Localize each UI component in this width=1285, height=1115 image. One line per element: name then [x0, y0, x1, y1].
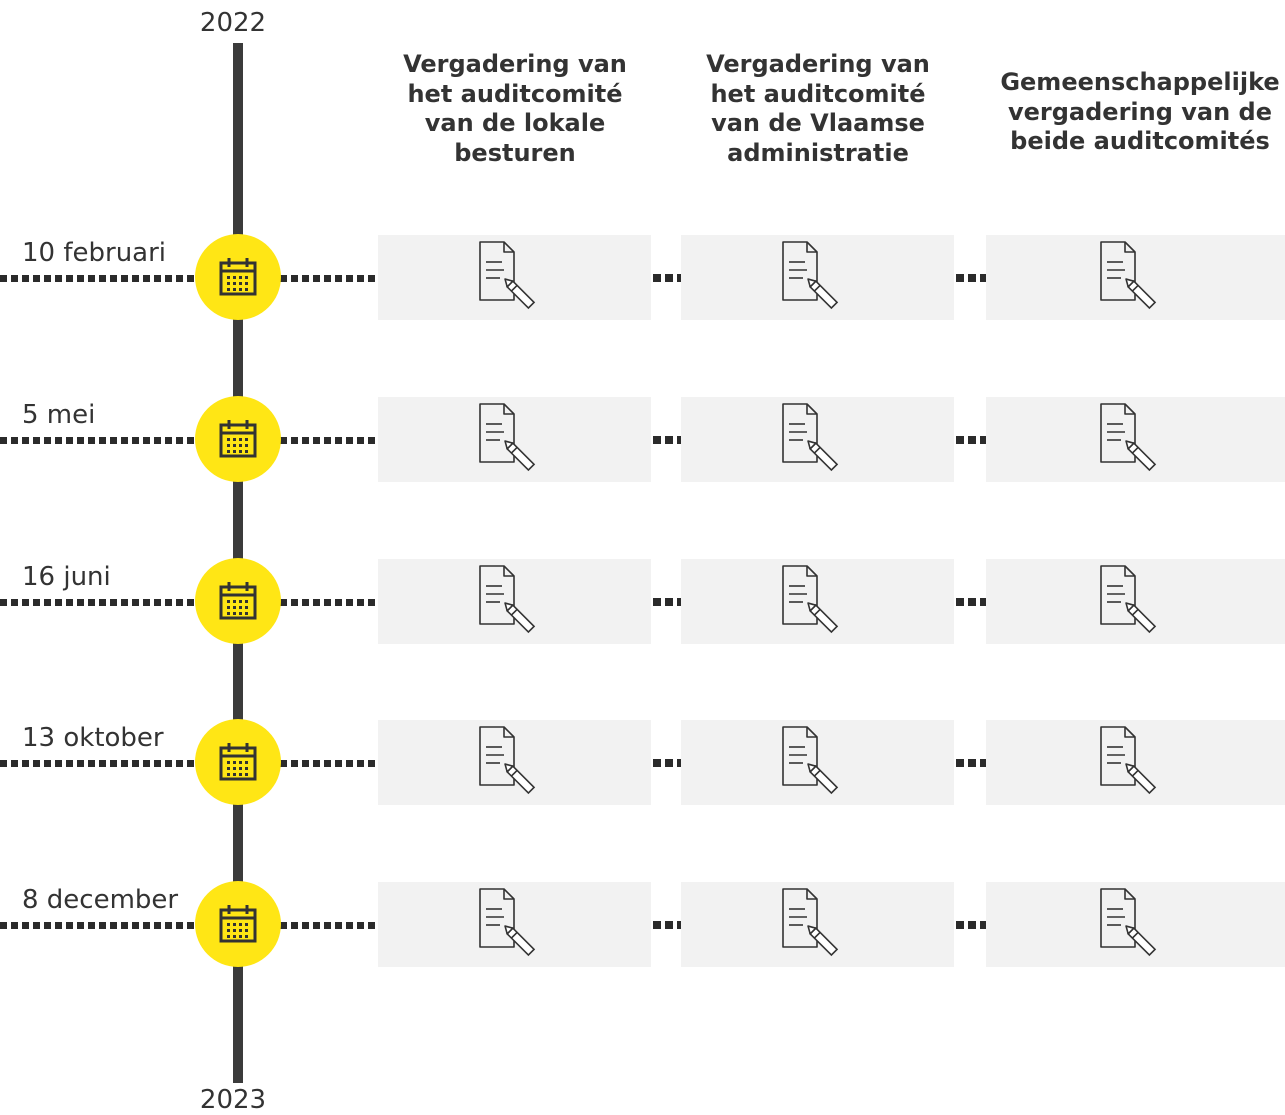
document-edit-icon	[476, 723, 540, 803]
document-edit-icon	[779, 400, 843, 480]
left-dotted-connector	[0, 437, 196, 444]
document-edit-icon	[779, 723, 843, 803]
right-dotted-connector	[280, 760, 380, 767]
document-edit-icon	[1097, 885, 1161, 965]
right-dotted-connector	[280, 437, 380, 444]
cell-dotted-connector	[653, 921, 681, 929]
left-dotted-connector	[0, 760, 196, 767]
meeting-cell	[378, 235, 651, 320]
document-edit-icon	[1097, 723, 1161, 803]
meeting-cell	[986, 720, 1285, 805]
meeting-cell	[681, 235, 954, 320]
meeting-cell	[681, 882, 954, 967]
calendar-marker	[195, 396, 281, 482]
date-label: 13 oktober	[22, 723, 164, 753]
document-edit-icon	[476, 562, 540, 642]
calendar-marker	[195, 881, 281, 967]
meeting-cell	[378, 559, 651, 644]
meeting-cell	[378, 882, 651, 967]
document-edit-icon	[476, 238, 540, 318]
document-edit-icon	[1097, 562, 1161, 642]
meeting-cell	[986, 559, 1285, 644]
end-year-label: 2023	[199, 1085, 267, 1115]
meeting-cell	[986, 882, 1285, 967]
right-dotted-connector	[280, 275, 380, 282]
document-edit-icon	[476, 885, 540, 965]
calendar-icon	[216, 579, 260, 623]
calendar-icon	[216, 740, 260, 784]
date-label: 8 december	[22, 885, 179, 915]
document-edit-icon	[779, 238, 843, 318]
calendar-marker	[195, 234, 281, 320]
date-label: 10 februari	[22, 238, 167, 268]
date-label: 5 mei	[22, 400, 96, 430]
cell-dotted-connector	[653, 436, 681, 444]
start-year-label: 2022	[199, 8, 267, 38]
column-header-lokale-besturen: Vergadering van het auditcomité van de l…	[403, 50, 627, 167]
cell-dotted-connector	[653, 759, 681, 767]
calendar-marker	[195, 558, 281, 644]
meeting-cell	[986, 397, 1285, 482]
meeting-cell	[681, 397, 954, 482]
meeting-cell	[681, 559, 954, 644]
cell-dotted-connector	[956, 759, 986, 767]
left-dotted-connector	[0, 599, 196, 606]
right-dotted-connector	[280, 599, 380, 606]
meeting-cell	[378, 397, 651, 482]
calendar-marker	[195, 719, 281, 805]
cell-dotted-connector	[956, 921, 986, 929]
document-edit-icon	[1097, 400, 1161, 480]
calendar-icon	[216, 417, 260, 461]
right-dotted-connector	[280, 922, 380, 929]
cell-dotted-connector	[653, 598, 681, 606]
document-edit-icon	[1097, 238, 1161, 318]
cell-dotted-connector	[956, 274, 986, 282]
cell-dotted-connector	[956, 598, 986, 606]
cell-dotted-connector	[653, 274, 681, 282]
left-dotted-connector	[0, 275, 196, 282]
document-edit-icon	[779, 562, 843, 642]
left-dotted-connector	[0, 922, 196, 929]
cell-dotted-connector	[956, 436, 986, 444]
document-edit-icon	[779, 885, 843, 965]
meeting-cell	[986, 235, 1285, 320]
column-header-vlaamse-administratie: Vergadering van het auditcomité van de V…	[706, 50, 930, 167]
calendar-icon	[216, 902, 260, 946]
meeting-cell	[378, 720, 651, 805]
calendar-icon	[216, 255, 260, 299]
document-edit-icon	[476, 400, 540, 480]
date-label: 16 juni	[22, 562, 111, 592]
meeting-cell	[681, 720, 954, 805]
column-header-gemeenschappelijk: Gemeenschappelijke vergadering van de be…	[1000, 68, 1280, 155]
